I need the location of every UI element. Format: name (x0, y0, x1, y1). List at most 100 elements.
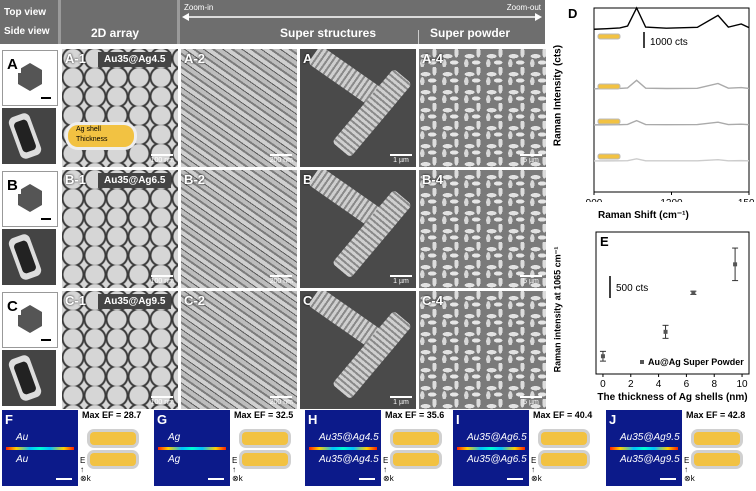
x-tick-label: 0 (600, 379, 606, 390)
ef-panel: Ag Ag G Max EF = 32.5 E ↑ ⊗k (152, 408, 302, 490)
scale-bar-label: 200 nm (269, 278, 293, 285)
zoom-arrow-icon (182, 13, 542, 21)
x-tick-label: 8 (711, 379, 717, 390)
panel-label: A-1 (65, 51, 86, 66)
rod-model-top (393, 432, 439, 445)
k-label: k (86, 474, 91, 483)
top-view-label: Top view (4, 7, 47, 18)
particle-label-bottom: Au35@Ag4.5 (319, 454, 379, 465)
raman-spectra-chart: 900120015001000 cts (586, 6, 754, 202)
max-ef-label: Max EF = 40.4 (533, 410, 593, 420)
particle-label-top: Au35@Ag9.5 (620, 432, 680, 443)
k-vector-icon: ⊗ (80, 474, 87, 483)
x-tick-label: 1200 (660, 198, 683, 202)
ef-panel-letter: G (157, 412, 168, 427)
row-letter: C (4, 298, 21, 315)
hexagon-particle-icon (18, 63, 51, 99)
row-letter: B (4, 177, 21, 194)
scale-bar: 100 nm (151, 154, 174, 164)
e-field-label: E (80, 456, 86, 465)
spectrum-line (593, 158, 750, 162)
thickness-label: Thickness (76, 136, 108, 143)
zoom-out-label: Zoom-out (506, 3, 541, 12)
composition-label: Au35@Ag6.5 (98, 173, 172, 188)
rod-model-top (90, 432, 136, 445)
scale-bar-label: 100 nm (150, 278, 174, 285)
data-point (733, 262, 738, 267)
x-tick-label: 1500 (738, 198, 754, 202)
polarization-indicator: E ↑ ⊗k (684, 456, 695, 483)
hexagon-particle-icon (18, 184, 51, 220)
particle-label-bottom: Ag (168, 454, 181, 465)
particle-icon (597, 153, 621, 160)
scale-label: 500 cts (616, 283, 648, 294)
field-map: Au35@Ag6.5 Au35@Ag6.5 I (453, 410, 529, 486)
scale-bar-label: 5 µm (523, 399, 539, 406)
up-arrow-icon: ↑ (232, 465, 236, 474)
field-map: Au Au F (2, 410, 78, 486)
scale-bar: 5 µm (520, 396, 542, 406)
ef-panel-letter: I (456, 412, 460, 427)
panel-d-label: D (568, 6, 578, 21)
e-field-label: E (684, 456, 690, 465)
side-view-image (2, 350, 56, 406)
ef-panel: Au35@Ag6.5 Au35@Ag6.5 I Max EF = 40.4 E … (451, 408, 601, 490)
k-vector-icon: ⊗ (684, 474, 691, 483)
ef-panel-letter: J (609, 412, 617, 427)
scale-bar: 200 nm (270, 396, 293, 406)
scale-bar-label: 5 µm (523, 157, 539, 164)
map-scale-bar (359, 478, 375, 480)
map-scale-bar (660, 478, 676, 480)
max-ef-label: Max EF = 32.5 (234, 410, 294, 420)
row-letter: A (4, 56, 21, 73)
scale-bar: 5 µm (520, 154, 542, 164)
sem-image: A-3 1 µm (299, 48, 417, 168)
particle-label-top: Au (16, 432, 29, 443)
spectrum-line (593, 119, 750, 126)
legend-marker (640, 360, 644, 364)
panel-label: B-1 (65, 172, 86, 187)
polarization-indicator: E ↑ ⊗k (232, 456, 243, 483)
panel-d-xlabel: Raman Shift (cm⁻¹) (598, 210, 689, 221)
data-point (691, 290, 696, 295)
max-ef-label: Max EF = 28.7 (82, 410, 142, 420)
array-header: 2D array (61, 0, 177, 44)
hotspot-line (610, 447, 678, 450)
zoom-in-label: Zoom-in (184, 3, 214, 12)
panel-e-xlabel: The thickness of Ag shells (nm) (597, 392, 747, 403)
header-view-cell: Top view Side view (0, 0, 58, 44)
side-view-image (2, 229, 56, 285)
k-label: k (238, 474, 243, 483)
particle-icon (597, 118, 621, 125)
ef-panel-letter: F (5, 412, 13, 427)
panel-label: C-2 (184, 293, 205, 308)
scale-bar-label: 1 µm (393, 157, 409, 164)
scale-bar-label: 5 µm (523, 278, 539, 285)
particle-icon (597, 83, 621, 90)
polarization-indicator: E ↑ ⊗k (531, 456, 542, 483)
k-label: k (537, 474, 542, 483)
data-point (600, 354, 605, 359)
map-scale-bar (507, 478, 523, 480)
scale-bar-label: 1 µm (393, 399, 409, 406)
k-vector-icon: ⊗ (232, 474, 239, 483)
max-ef-label: Max EF = 42.8 (686, 410, 746, 420)
up-arrow-icon: ↑ (383, 465, 387, 474)
k-vector-icon: ⊗ (531, 474, 538, 483)
particle-label-bottom: Au35@Ag9.5 (620, 454, 680, 465)
ag-shell-inset: Ag shell Thickness (68, 125, 134, 147)
scale-bar: 200 nm (270, 154, 293, 164)
rod-particle-icon (8, 355, 42, 401)
panel-label: C-1 (65, 293, 86, 308)
panel-d: D Raman Intensity (cts) 900120015001000 … (548, 2, 755, 224)
ef-panel: Au35@Ag4.5 Au35@Ag4.5 H Max EF = 35.6 E … (303, 408, 453, 490)
scale-bar-label: 100 nm (150, 399, 174, 406)
polarization-indicator: E ↑ ⊗k (383, 456, 394, 483)
hexagon-particle-icon (18, 305, 51, 341)
